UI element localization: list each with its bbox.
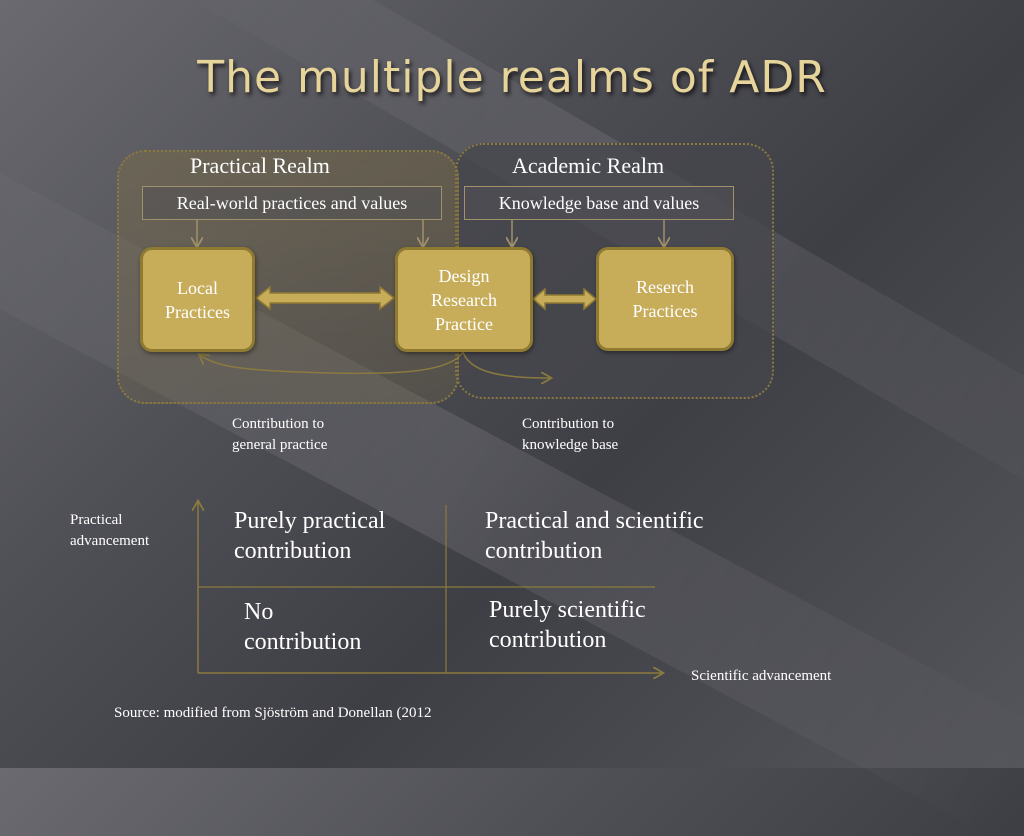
curve-general-practice [200, 351, 464, 375]
design-research-practice-node: Design Research Practice [395, 247, 533, 352]
academic-values-box: Knowledge base and values [464, 186, 734, 220]
local-practices-node: Local Practices [140, 247, 255, 352]
quadrant-bottom-right: Purely scientific contribution [489, 597, 646, 653]
curve-knowledge-base [462, 351, 550, 378]
double-arrow-design-research [531, 287, 598, 311]
contribution-knowledge-base-label: Contribution to knowledge base [522, 416, 619, 453]
practical-realm-label: Practical Realm [190, 153, 330, 178]
quadrant-top-right: Practical and scientific contribution [485, 508, 704, 564]
academic-realm-label: Academic Realm [512, 153, 665, 178]
research-practices-node: Reserch Practices [596, 247, 734, 351]
double-arrow-local-design [254, 285, 396, 311]
y-axis-label: Practical advancement [70, 512, 150, 549]
contribution-general-practice-label: Contribution to general practice [232, 416, 328, 453]
quadrant-top-left: Purely practical contribution [234, 508, 386, 564]
diagram-connectors [0, 220, 1024, 768]
source-citation: Source: modified from Sjöström and Donel… [114, 705, 432, 721]
slide-title: The multiple realms of ADR [197, 52, 827, 103]
x-axis-label: Scientific advancement [691, 668, 832, 684]
practical-values-box: Real-world practices and values [142, 186, 442, 220]
quadrant-bottom-left: No contribution [244, 599, 362, 655]
